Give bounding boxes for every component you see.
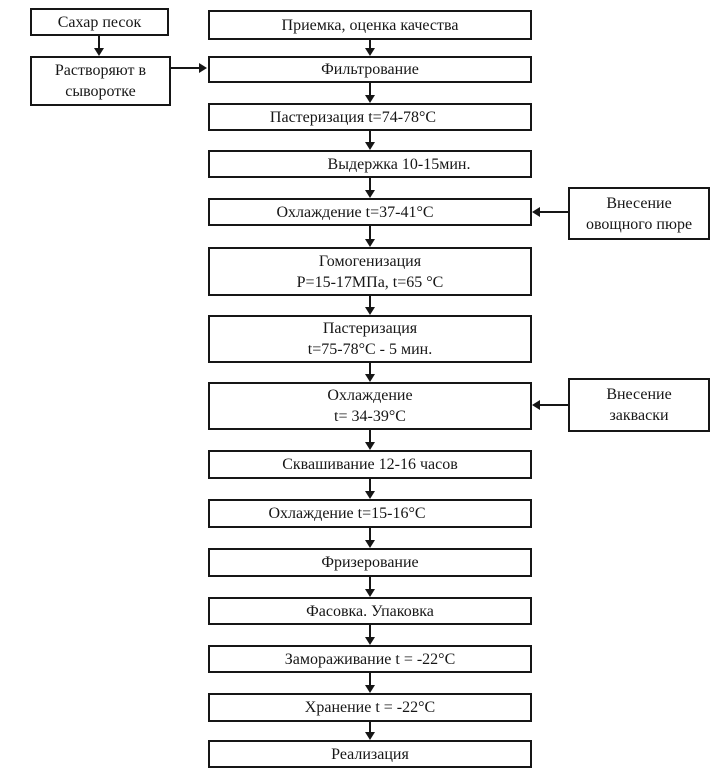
node-pasteurization-1: Пастеризация t=74-78°С bbox=[208, 103, 532, 131]
arrow-step-10-11 bbox=[365, 528, 375, 548]
node-deep-freezing: Замораживание t = -22°С bbox=[208, 645, 532, 673]
arrow-step-3-4 bbox=[365, 131, 375, 150]
arrow-step-8-9 bbox=[365, 430, 375, 450]
arrow-dissolve-to-filtration bbox=[171, 63, 207, 73]
arrow-step-2-3 bbox=[365, 83, 375, 103]
arrow-step-1-2 bbox=[365, 40, 375, 56]
node-filling-packing: Фасовка. Упаковка bbox=[208, 597, 532, 625]
node-homogenization: Гомогенизация Р=15-17МПа, t=65 °С bbox=[208, 247, 532, 296]
node-vegetable-puree-input: Внесение овощного пюре bbox=[568, 187, 710, 240]
arrow-step-12-13 bbox=[365, 625, 375, 645]
node-fermentation: Сквашивание 12-16 часов bbox=[208, 450, 532, 479]
arrow-step-9-10 bbox=[365, 479, 375, 499]
arrow-sugar-to-dissolve bbox=[94, 36, 104, 56]
node-filtration: Фильтрование bbox=[208, 56, 532, 83]
node-sugar: Сахар песок bbox=[30, 8, 169, 36]
node-pasteurization-2: Пастеризация t=75-78°С - 5 мин. bbox=[208, 315, 532, 363]
node-storage: Хранение t = -22°С bbox=[208, 693, 532, 722]
arrow-step-13-14 bbox=[365, 673, 375, 693]
node-freezing-churning: Фризерование bbox=[208, 548, 532, 577]
arrow-step-14-15 bbox=[365, 722, 375, 740]
node-cooling-1: Охлаждение t=37-41°С bbox=[208, 198, 532, 226]
arrow-step-7-8 bbox=[365, 363, 375, 382]
node-holding: Выдержка 10-15мин. bbox=[208, 150, 532, 178]
node-cooling-2: Охлаждение t= 34-39°С bbox=[208, 382, 532, 430]
arrow-step-4-5 bbox=[365, 178, 375, 198]
arrow-step-11-12 bbox=[365, 577, 375, 597]
node-cooling-3: Охлаждение t=15-16°С bbox=[208, 499, 532, 528]
node-dissolve-in-whey: Растворяют в сыворотке bbox=[30, 56, 171, 106]
arrow-step-5-6 bbox=[365, 226, 375, 247]
node-starter-culture-input: Внесение закваски bbox=[568, 378, 710, 432]
arrow-puree-to-cooling-1 bbox=[532, 207, 568, 217]
arrow-step-6-7 bbox=[365, 296, 375, 315]
node-sale: Реализация bbox=[208, 740, 532, 768]
arrow-starter-to-cooling-2 bbox=[532, 400, 568, 410]
node-reception-quality-check: Приемка, оценка качества bbox=[208, 10, 532, 40]
